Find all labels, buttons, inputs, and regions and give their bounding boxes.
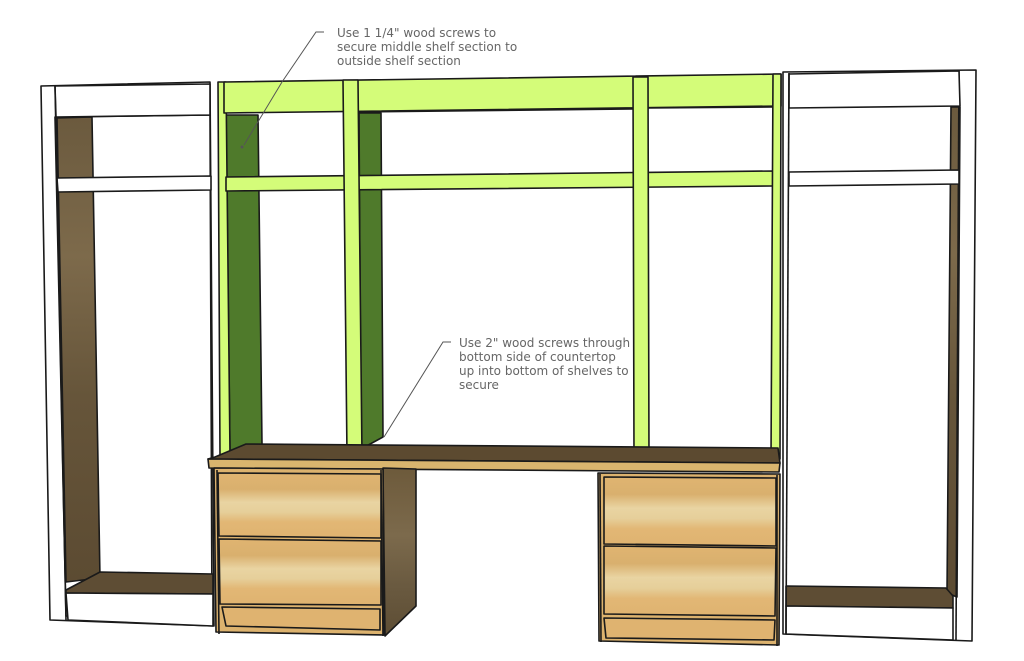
right-outside-shelf-section — [782, 69, 977, 642]
annotation-middle-line-4: secure — [459, 378, 499, 392]
leader-line-top — [243, 31, 324, 146]
leader-line-middle — [383, 341, 451, 438]
annotation-middle-line-2: bottom side of countertop — [459, 350, 616, 364]
annotation-top-line-1: Use 1 1/4" wood screws to — [337, 26, 497, 40]
left-dresser-bottom-drawer — [218, 538, 382, 606]
annotation-middle: Use 2" wood screws through bottom side o… — [459, 336, 630, 392]
left-outside-shelf-section — [40, 81, 215, 627]
leader-lines — [240, 31, 451, 438]
middle-shelf-section — [217, 73, 782, 460]
annotation-top: Use 1 1/4" wood screws to secure middle … — [337, 26, 517, 68]
right-dresser-bottom-drawer — [603, 545, 777, 617]
left-dresser-top-drawer — [217, 472, 382, 539]
annotation-top-line-3: outside shelf section — [337, 54, 461, 68]
annotation-middle-line-3: up into bottom of shelves to — [459, 364, 629, 378]
annotation-top-line-2: secure middle shelf section to — [337, 40, 518, 54]
countertop — [207, 443, 781, 473]
left-dresser — [213, 467, 417, 637]
right-dresser — [597, 472, 781, 646]
right-dresser-top-drawer — [603, 476, 777, 547]
annotation-middle-line-1: Use 2" wood screws through — [459, 336, 631, 350]
